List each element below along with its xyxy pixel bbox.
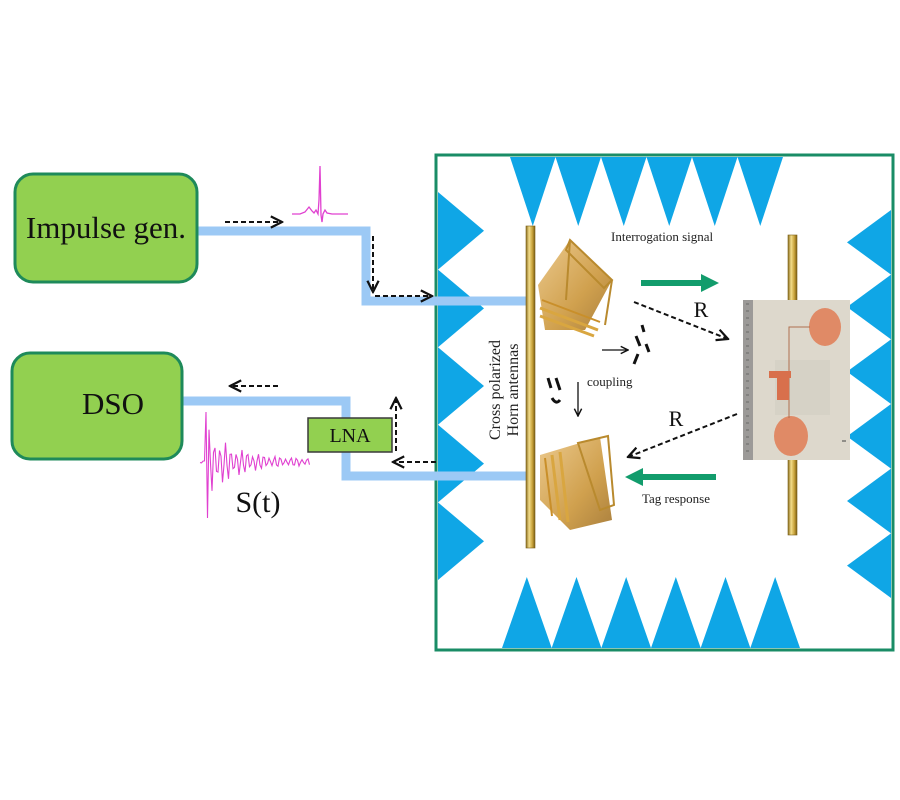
impulse-waveform (292, 165, 348, 223)
horn-antenna-tx (538, 238, 614, 338)
tag-patch-bottom (774, 416, 808, 456)
antennas-label: Cross polarized Horn antennas (487, 340, 522, 440)
received-signal-label: S(t) (236, 486, 281, 519)
absorber-cone (646, 157, 692, 226)
tx-cable (197, 226, 532, 306)
tag-ruler (743, 300, 753, 460)
absorber-cone (438, 192, 484, 270)
tag-patch-top (809, 308, 841, 346)
tag-stub-bar (769, 371, 791, 378)
tag-stub (777, 378, 789, 400)
absorbers-bottom (502, 577, 800, 648)
absorber-cone (510, 157, 556, 226)
absorber-cone (651, 577, 701, 648)
absorber-cone (847, 210, 891, 275)
lna-label: LNA (329, 425, 371, 447)
interrogation-label: Interrogation signal (611, 229, 714, 244)
reflection-label-bottom: R (669, 406, 684, 431)
absorbers-right (847, 210, 891, 598)
antennas-label-line2: Horn antennas (505, 344, 522, 437)
chipless-tag (743, 234, 850, 536)
absorber-cone (438, 502, 484, 580)
lna-block[interactable]: LNA (307, 417, 393, 453)
coupling-label: coupling (587, 374, 633, 389)
coupling-indicator (546, 324, 651, 416)
absorber-cone (502, 577, 552, 648)
absorber-cone (737, 157, 783, 226)
antennas-label-line1: Cross polarized (487, 340, 504, 440)
absorber-cone (847, 404, 891, 469)
impulse-generator-block[interactable]: Impulse gen. (13, 172, 199, 284)
dso-block[interactable]: DSO (10, 351, 184, 461)
absorber-cone (551, 577, 602, 648)
signal-flow-arrows (225, 222, 436, 462)
impulse-generator-label: Impulse gen. (26, 210, 186, 245)
absorber-cone (700, 577, 751, 648)
absorber-cone (601, 157, 647, 226)
absorber-cone (847, 274, 891, 340)
ruler-ticks (746, 303, 749, 452)
reflection-arrow-from-tag (628, 413, 738, 457)
absorbers-top (510, 157, 783, 226)
absorber-cone (601, 577, 651, 648)
absorber-cone (692, 157, 738, 226)
absorber-cone (847, 339, 891, 404)
absorbers-left (438, 192, 484, 580)
antenna-mast (525, 225, 536, 549)
dso-label: DSO (82, 386, 144, 421)
absorber-cone (438, 347, 484, 425)
reflection-arrow-to-tag (633, 301, 728, 339)
absorber-cone (847, 468, 891, 534)
received-waveform (199, 411, 311, 519)
absorber-cone (750, 577, 800, 648)
absorber-cone (438, 424, 484, 503)
tag-response-label: Tag response (642, 491, 710, 506)
absorber-cone (555, 157, 601, 226)
absorber-cone (438, 269, 484, 348)
absorber-cone (847, 533, 891, 598)
horn-antenna-rx (540, 434, 616, 530)
reflection-label-top: R (694, 297, 709, 322)
